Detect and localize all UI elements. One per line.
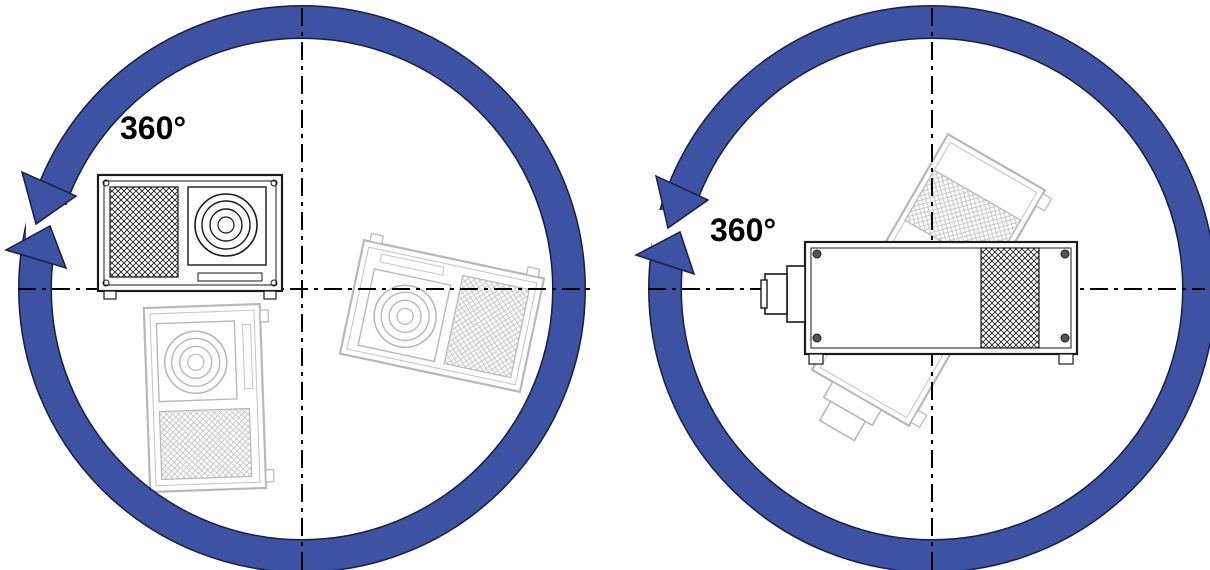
projector-icon	[759, 240, 1079, 366]
panel-pitch-rotation: 360°	[634, 5, 1210, 570]
panel-roll-rotation: 360°	[4, 5, 590, 570]
projector-icon	[96, 173, 284, 301]
counterclockwise-arrow-icon	[634, 174, 710, 276]
angle-label: 360°	[710, 212, 776, 248]
counterclockwise-arrow-icon	[4, 170, 78, 270]
projector-ghost-rotated-180	[338, 231, 547, 393]
projector-ghost-rotated-90	[142, 302, 276, 494]
angle-label: 360°	[120, 110, 186, 146]
